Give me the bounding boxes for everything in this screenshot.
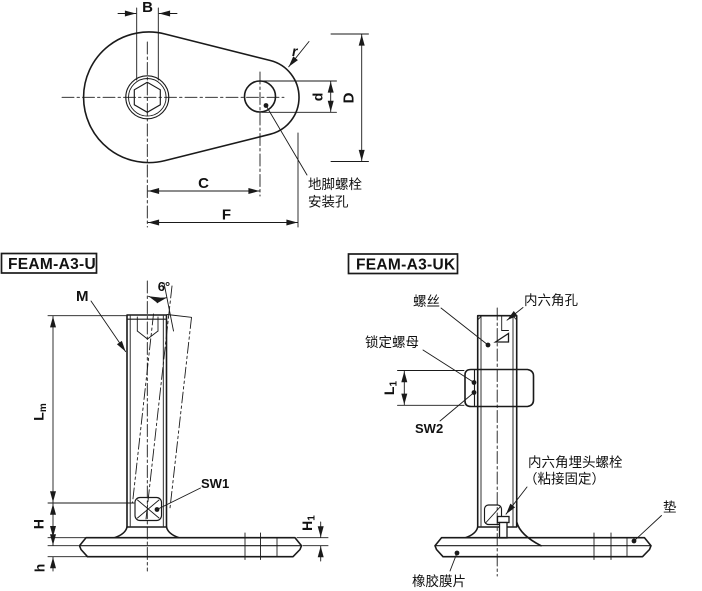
csk-screw-head bbox=[496, 515, 510, 524]
leader-line bbox=[439, 392, 475, 422]
base-plate bbox=[78, 536, 303, 558]
leader-line bbox=[505, 486, 528, 515]
top-view: B r d D C F 地脚螺栓 安装孔 bbox=[61, 0, 369, 228]
top-chamfer bbox=[477, 315, 483, 321]
tilted-centerline bbox=[145, 285, 173, 520]
stud-base-flare-right bbox=[515, 521, 542, 547]
swivel-ball-sw1 bbox=[134, 496, 163, 522]
front-view-feam-a3-uk: FEAM-A3-UK L1 螺丝 内六角孔 bbox=[347, 253, 677, 589]
dim-label-d: d bbox=[310, 93, 326, 102]
stud-base-flare-left bbox=[464, 526, 479, 539]
label-csk-bolt-line1: 内六角埋头螺栓 bbox=[528, 455, 623, 470]
leader-line bbox=[288, 41, 310, 68]
leader-dot bbox=[485, 342, 491, 348]
leader-line bbox=[90, 300, 127, 353]
phantom-stud-left-edge bbox=[132, 313, 154, 504]
title-box bbox=[347, 253, 459, 275]
label-SW1: SW1 bbox=[201, 476, 229, 491]
lock-nut-outline bbox=[464, 368, 535, 408]
threaded-stud bbox=[476, 314, 518, 528]
dim-label-M: M bbox=[76, 288, 89, 305]
stud-base-flare-left bbox=[113, 526, 128, 539]
label-pad: 垫 bbox=[663, 500, 677, 515]
hex-socket-outline bbox=[133, 81, 161, 113]
leader-dot bbox=[154, 507, 160, 512]
anchor-hole-label-line1: 地脚螺栓 bbox=[308, 177, 362, 192]
label-csk-bolt-line2: （粘接固定） bbox=[524, 471, 605, 487]
angle-label: 6° bbox=[158, 279, 170, 294]
base-plate bbox=[434, 536, 652, 558]
label-SW2: SW2 bbox=[415, 421, 443, 436]
bolt-head-inner-circle bbox=[128, 78, 167, 117]
leader-line bbox=[156, 487, 201, 510]
teardrop-plate-outline bbox=[82, 31, 300, 164]
leader-dot bbox=[263, 103, 269, 108]
lock-nut bbox=[464, 368, 535, 408]
leader-line bbox=[449, 552, 458, 572]
anchor-hole-label-line2: 安装孔 bbox=[308, 195, 349, 210]
title-box bbox=[0, 252, 98, 274]
angle-boundary-line bbox=[163, 282, 174, 332]
socket-drill-point bbox=[136, 330, 159, 340]
dim-label-Lm: Lm bbox=[31, 403, 50, 421]
swivel-cross-line bbox=[137, 499, 160, 519]
leader-line bbox=[422, 349, 475, 383]
dim-label-H1: H1 bbox=[299, 515, 318, 531]
phantom-stud-right-edge bbox=[169, 317, 192, 509]
hex-socket-section bbox=[493, 315, 510, 343]
section-break-hatch bbox=[493, 332, 510, 343]
front-view-feam-a3-u: FEAM-A3-U 6° SW1 bbox=[0, 252, 329, 573]
dim-label-B: B bbox=[142, 0, 153, 16]
leader-line bbox=[265, 105, 308, 176]
threaded-stud bbox=[126, 314, 168, 528]
leader-line bbox=[633, 515, 662, 542]
label-rubber-diaphragm: 橡胶膜片 bbox=[412, 573, 466, 589]
dim-label-C: C bbox=[198, 175, 209, 192]
phantom-stud-top-edge bbox=[166, 314, 192, 318]
hex-socket-detail bbox=[136, 316, 159, 340]
dim-label-H: H bbox=[31, 519, 47, 529]
leader-line bbox=[506, 307, 524, 321]
csk-screw-shank bbox=[498, 521, 508, 539]
swivel-section-line bbox=[485, 506, 501, 523]
leader-dot bbox=[631, 538, 637, 544]
angle-arc bbox=[148, 295, 168, 304]
leader-dot bbox=[471, 390, 477, 395]
dim-label-r: r bbox=[292, 43, 299, 59]
dim-label-L1: L1 bbox=[381, 381, 400, 396]
leader-dot bbox=[471, 380, 477, 385]
leader-line bbox=[440, 307, 489, 346]
leader-dot bbox=[454, 550, 460, 556]
label-lock-nut: 锁定螺母 bbox=[365, 335, 419, 350]
dim-label-D: D bbox=[341, 92, 358, 103]
dim-label-h: h bbox=[32, 564, 48, 573]
dim-label-F: F bbox=[222, 207, 231, 224]
label-hex-socket-hole: 内六角孔 bbox=[524, 293, 578, 308]
stud-base-flare-right bbox=[165, 526, 180, 539]
bolt-head-outer-circle bbox=[125, 75, 170, 120]
anchor-bolt-hole bbox=[243, 80, 277, 113]
label-screw: 螺丝 bbox=[413, 294, 440, 309]
model-title: FEAM-A3-UK bbox=[356, 256, 456, 273]
swivel-ball bbox=[483, 504, 503, 526]
model-title: FEAM-A3-U bbox=[8, 256, 96, 273]
